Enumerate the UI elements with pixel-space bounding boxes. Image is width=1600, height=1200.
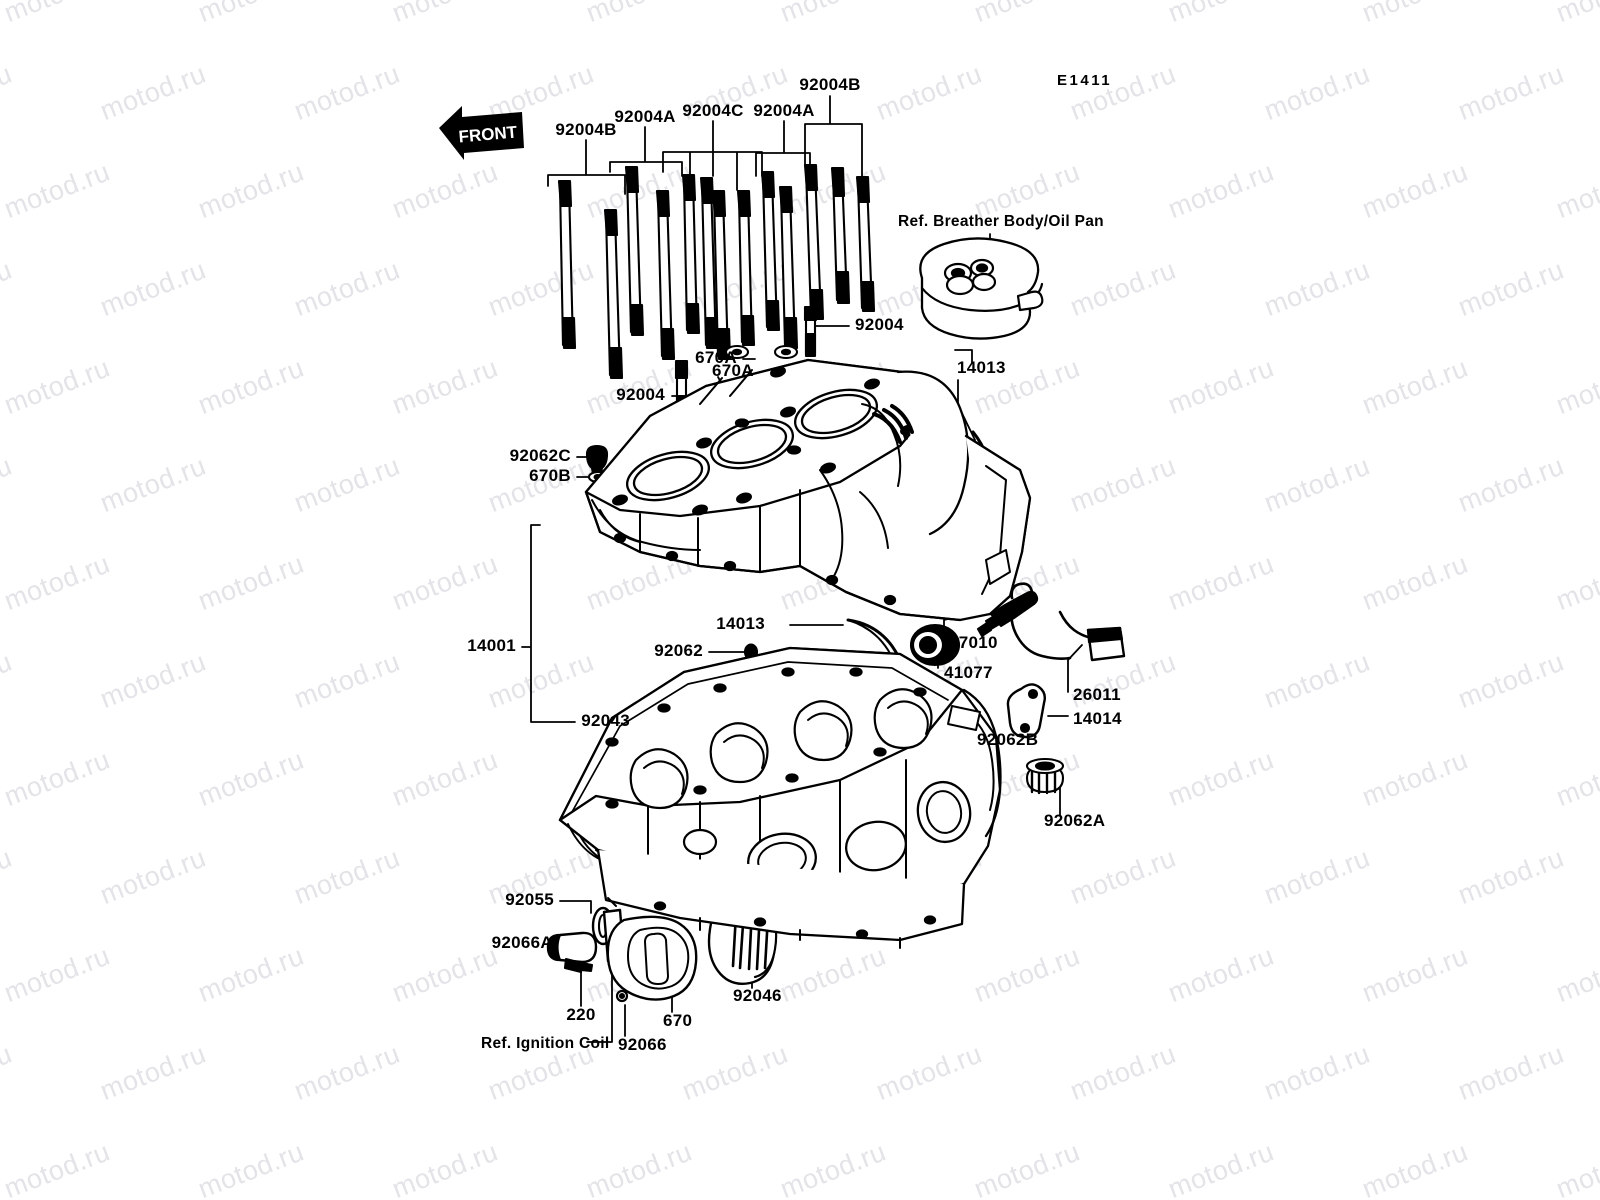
callout-92004: 92004 xyxy=(855,315,904,334)
stud-bolt-group xyxy=(557,163,876,428)
callout-92004b: 92004B xyxy=(555,120,617,139)
upper-crankcase-part xyxy=(584,358,1032,622)
callout-14013: 14013 xyxy=(716,614,765,633)
callout-14013: 14013 xyxy=(957,358,1006,377)
callout-670: 670 xyxy=(663,1011,693,1030)
callout-92062: 92062 xyxy=(654,641,703,660)
callout-92062c: 92062C xyxy=(509,446,571,465)
callout-92004b: 92004B xyxy=(799,75,861,94)
callout-92043: 92043 xyxy=(581,711,630,730)
callout-14001: 14001 xyxy=(467,636,516,655)
callout-14014: 14014 xyxy=(1073,709,1122,728)
callout-92046: 92046 xyxy=(733,986,782,1005)
callout-92066a: 92066A xyxy=(491,933,553,952)
callout-92062b: 92062B xyxy=(977,730,1039,749)
diagram-code: E1411 xyxy=(1057,72,1113,89)
callout-220: 220 xyxy=(566,1005,596,1024)
lower-crankcase-part xyxy=(558,646,1002,949)
callout-670b: 670B xyxy=(529,466,571,485)
front-direction-badge: FRONT xyxy=(436,100,528,162)
callout-41077: 41077 xyxy=(944,663,993,682)
callout-92004a: 92004A xyxy=(614,107,676,126)
callout-ref-breather-body-oil-pan: Ref. Breather Body/Oil Pan xyxy=(898,213,1104,230)
callout-27010: 27010 xyxy=(949,633,998,652)
callout-670a: 670A xyxy=(695,348,737,367)
callout-92004a: 92004A xyxy=(753,101,815,120)
callout-92066: 92066 xyxy=(618,1035,667,1054)
callout-92004: 92004 xyxy=(616,385,665,404)
breather-body-part xyxy=(919,237,1044,340)
callout-ref-ignition-coil: Ref. Ignition Coil xyxy=(481,1035,610,1052)
callout-92055: 92055 xyxy=(505,890,554,909)
callout-92004c: 92004C xyxy=(682,101,744,120)
callout-670a: 670A xyxy=(712,361,754,380)
callout-26011: 26011 xyxy=(1073,685,1121,704)
callout-92062a: 92062A xyxy=(1044,811,1106,830)
